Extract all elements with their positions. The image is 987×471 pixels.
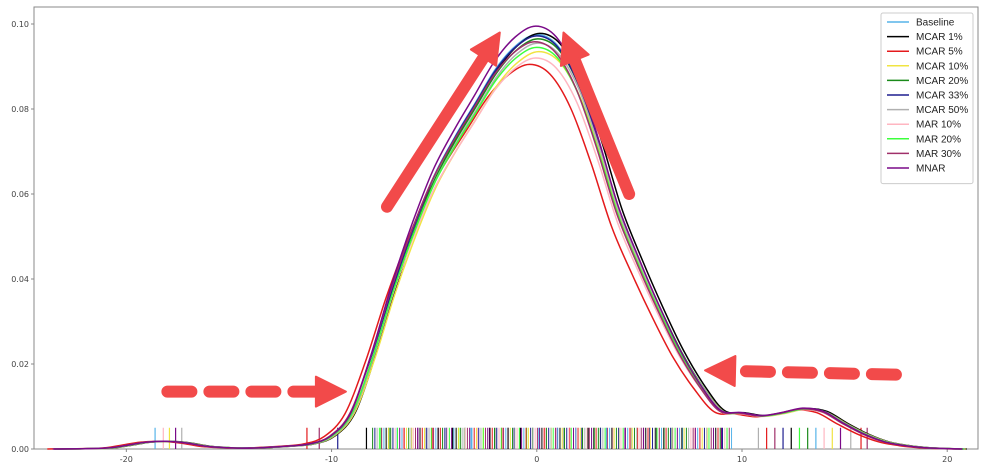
y-tick-label: 0.06: [11, 190, 29, 199]
legend-label: MCAR 10%: [916, 61, 968, 72]
x-tick-label: 20: [942, 455, 952, 464]
legend-label: MCAR 5%: [916, 47, 963, 58]
rug-plot: [154, 427, 868, 449]
axes: -20 -10 0 10 20 0.00 0.02 0.04 0.06 0.08 0.10: [11, 6, 979, 464]
legend-item: MCAR 10%: [887, 61, 968, 72]
arrow-shaft: [568, 54, 636, 200]
y-tick-label: 0.08: [11, 105, 29, 114]
arrow-head: [559, 31, 590, 67]
legend-item: MCAR 33%: [887, 91, 968, 102]
arrow-head: [469, 31, 501, 67]
density-lines: [47, 25, 967, 450]
arrow-shaft: [380, 51, 490, 213]
annotations: [161, 31, 902, 408]
arrow-head: [314, 375, 347, 408]
legend-item: MCAR 1%: [887, 32, 963, 43]
legend-item: MNAR: [887, 164, 945, 175]
x-tick-label: -20: [120, 455, 133, 464]
arrow-head: [704, 355, 737, 387]
legend-item: Baseline: [887, 18, 955, 29]
legend-label: MCAR 1%: [916, 32, 963, 43]
y-tick-label: 0.04: [11, 275, 29, 284]
arrow-shaft: [729, 365, 902, 381]
legend-label: MCAR 20%: [916, 76, 968, 87]
legend-label: MNAR: [916, 164, 945, 175]
density-line: [53, 25, 963, 450]
legend-label: MAR 10%: [916, 120, 961, 131]
legend-box: [880, 12, 974, 185]
x-tick-label: 10: [737, 455, 747, 464]
x-tick-label: 0: [534, 455, 539, 464]
legend-item: MCAR 20%: [887, 76, 968, 87]
legend-item: MAR 10%: [887, 120, 961, 131]
y-tick-label: 0.10: [11, 20, 29, 29]
legend-item: MCAR 50%: [887, 105, 968, 116]
legend-item: MAR 20%: [887, 134, 961, 145]
y-tick-label: 0.02: [11, 360, 29, 369]
legend-label: MCAR 50%: [916, 105, 968, 116]
legend-label: MCAR 33%: [916, 91, 968, 102]
legend-label: MAR 20%: [916, 134, 961, 145]
x-tick-label: -10: [325, 455, 338, 464]
plot-frame: [33, 6, 979, 450]
legend-label: Baseline: [916, 18, 955, 29]
y-tick-label: 0.00: [11, 445, 29, 454]
legend-label: MAR 30%: [916, 149, 961, 160]
legend-item: MCAR 5%: [887, 47, 963, 58]
legend-item: MAR 30%: [887, 149, 961, 160]
